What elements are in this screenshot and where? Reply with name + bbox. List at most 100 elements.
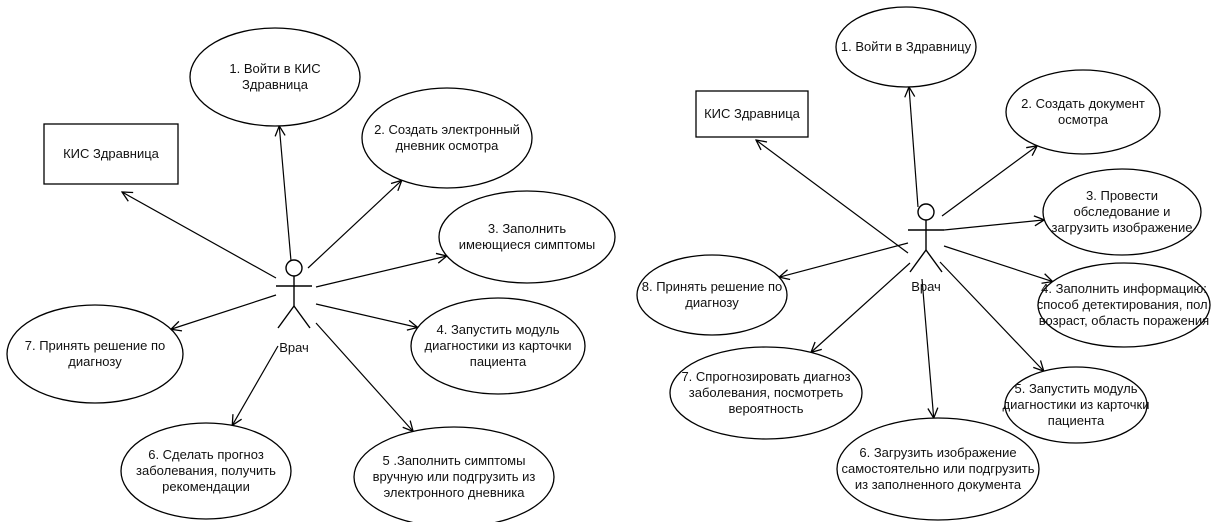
use-case-label: 3. Провести [1086, 188, 1158, 203]
use-case-label: рекомендации [162, 479, 250, 494]
use-case-label: диагностики из карточки [1003, 397, 1150, 412]
use-case-label: самостоятельно или подгрузить [841, 461, 1034, 476]
use-case-label: диагнозу [68, 354, 122, 369]
use-case-label: 6. Загрузить изображение [859, 445, 1016, 460]
association-arrow [909, 87, 919, 208]
use-case-label: вручную или подгрузить из [373, 469, 536, 484]
association-arrow [122, 192, 277, 279]
use-case-label: дневник осмотра [396, 138, 499, 153]
use-case-label: 7. Спрогнозировать диагноз [681, 369, 850, 384]
association-arrow [811, 262, 911, 352]
use-case-label: вероятность [728, 401, 803, 416]
use-case-label: возраст, область поражения [1039, 313, 1209, 328]
use-case-label: 8. Принять решение по [642, 279, 783, 294]
use-case-ellipse [189, 27, 361, 127]
use-case-label: способ детектирования, пол, [1037, 297, 1212, 312]
use-case-label: осмотра [1058, 112, 1109, 127]
use-case-label: диагнозу [685, 295, 739, 310]
use-case-label: 7. Принять решение по [25, 338, 166, 353]
actor-left-leg [909, 249, 927, 273]
association-arrow [171, 294, 277, 329]
system-box: КИС Здравница [695, 90, 809, 138]
actor-head [917, 203, 935, 221]
association-arrow [315, 303, 418, 327]
use-case-ellipse [1042, 168, 1202, 256]
system-box: КИС Здравница [43, 123, 179, 185]
use-case-label: 2. Создать документ [1021, 96, 1145, 111]
actor-right-leg [293, 305, 311, 329]
use-case-label: 1. Войти в Здравницу [841, 39, 972, 54]
use-case-ellipse [669, 346, 863, 440]
association-arrow [943, 220, 1044, 231]
use-case-ellipse [410, 297, 586, 395]
association-arrow [307, 180, 402, 269]
use-case-label: пациента [470, 354, 527, 369]
actor-figure: Врач [276, 259, 312, 355]
use-case-label: 2. Создать электронный [374, 122, 520, 137]
system-box-label: КИС Здравница [63, 146, 160, 161]
use-case-label: электронного дневника [384, 485, 526, 500]
use-case-ellipse [6, 304, 184, 404]
system-box-frame [695, 90, 809, 138]
association-arrow [279, 126, 292, 262]
use-case-ellipse [1037, 262, 1211, 348]
use-case-label: 3. Заполнить [488, 221, 567, 236]
actor-left-leg [277, 305, 295, 329]
use-case-label: диагностики из карточки [425, 338, 572, 353]
association-arrow [315, 256, 447, 288]
association-arrow [779, 242, 909, 277]
association-arrow [921, 278, 934, 418]
use-case-ellipse [1004, 366, 1148, 444]
use-case-label: 4. Запустить модуль [436, 322, 559, 337]
actor-figure: Врач [908, 203, 944, 294]
use-case-label: 6. Сделать прогноз [148, 447, 264, 462]
actor-label: Врач [911, 279, 941, 294]
use-case: 4. Заполнить информацию:способ детектиро… [1037, 262, 1212, 348]
use-case-label: 4. Заполнить информацию: [1041, 281, 1207, 296]
use-case-ellipse [836, 417, 1040, 521]
use-case-label: 1. Войти в КИС [229, 61, 320, 76]
use-case-label: имеющиеся симптомы [459, 237, 596, 252]
use-case-ellipse [636, 254, 788, 336]
use-case-label: пациента [1048, 413, 1105, 428]
use-case-label: заболевания, посмотреть [689, 385, 844, 400]
use-case-label: обследование и [1074, 204, 1171, 219]
association-arrow [315, 322, 413, 431]
use-case-ellipse [353, 426, 555, 522]
use-case-ellipse [361, 87, 533, 189]
use-case: 1. Войти в Здравницу [835, 6, 977, 88]
use-case-label: 5 .Заполнить симптомы [383, 453, 526, 468]
use-case-ellipse [120, 422, 292, 520]
system-box-frame [43, 123, 179, 185]
association-arrow [943, 245, 1053, 282]
association-arrow [939, 261, 1044, 371]
system-box-label: КИС Здравница [704, 106, 801, 121]
actor-head [285, 259, 303, 277]
actor-label: Врач [279, 340, 309, 355]
use-case-ellipse [438, 190, 616, 284]
use-case-ellipse [1005, 69, 1161, 155]
use-case-label: Здравница [242, 77, 309, 92]
actor-right-leg [925, 249, 943, 273]
association-arrow [232, 345, 279, 425]
use-case-ellipse [835, 6, 977, 88]
use-case-label: из заполненного документа [855, 477, 1022, 492]
use-case-label: загрузить изображение [1052, 220, 1193, 235]
association-arrow [941, 146, 1037, 217]
use-case-label: заболевания, получить [136, 463, 276, 478]
